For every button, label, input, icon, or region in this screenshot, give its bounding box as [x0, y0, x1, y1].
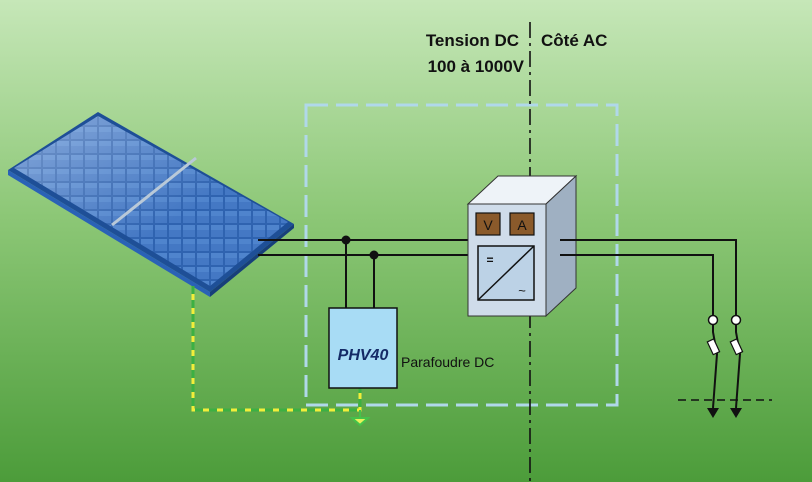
solar-panel	[8, 112, 294, 297]
surge-protector: PHV40	[328, 307, 398, 389]
inverter: V A = ~	[466, 174, 578, 318]
fuse-icon	[706, 338, 721, 356]
protector-name-label: Parafoudre DC	[401, 354, 494, 370]
voltmeter	[475, 212, 501, 236]
ac-terminal	[707, 314, 719, 326]
ac-terminal	[730, 314, 742, 326]
dc-wires	[258, 239, 472, 308]
voltmeter-label: V	[483, 217, 493, 233]
arrow-down-icon	[730, 408, 742, 418]
ammeter	[509, 212, 535, 236]
junction-dot	[341, 235, 351, 245]
ac-side-label: Côté AC	[541, 31, 607, 50]
dc-voltage-range: 100 à 1000V	[428, 57, 525, 76]
fuse-icon	[729, 338, 744, 356]
dc-symbol: =	[486, 253, 493, 267]
arrow-down-icon	[707, 408, 719, 418]
junction-dot	[369, 250, 379, 260]
ac-symbol: ~	[518, 283, 526, 298]
ground-icon	[349, 410, 371, 427]
protector-model-label: PHV40	[338, 347, 389, 364]
earth-conductor	[191, 286, 362, 412]
dc-voltage-title: Tension DC	[426, 31, 519, 50]
ammeter-label: A	[517, 217, 527, 233]
